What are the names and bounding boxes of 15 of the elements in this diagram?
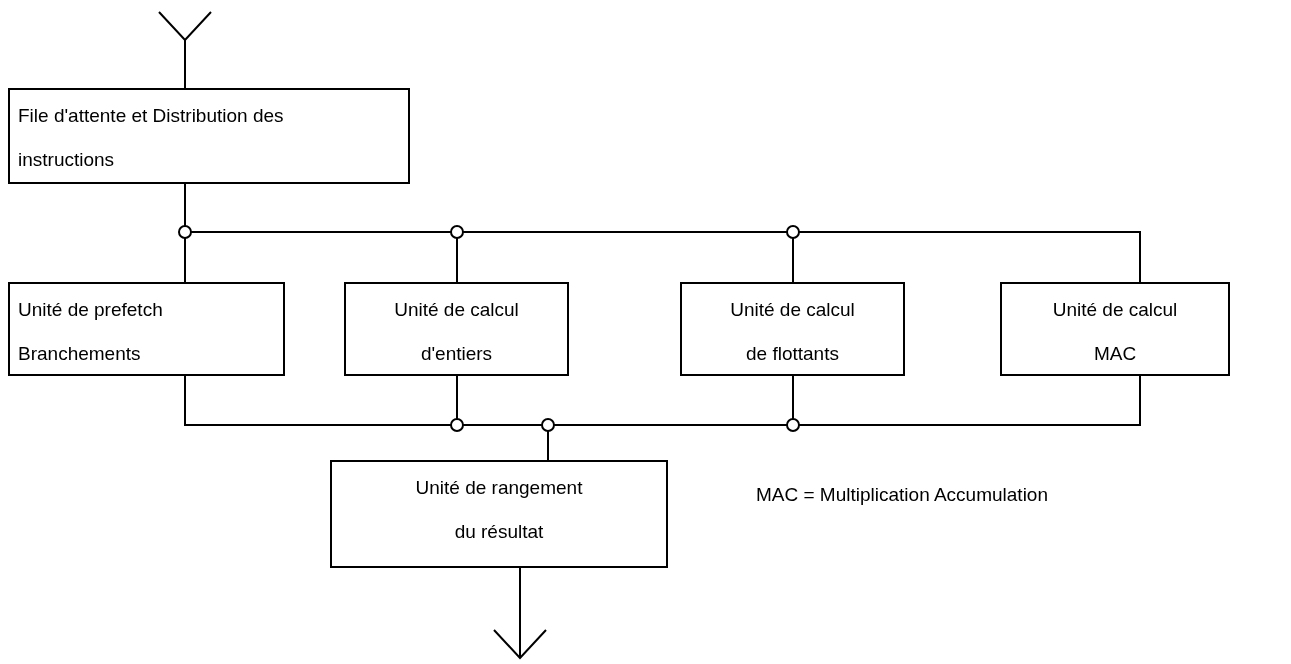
process-box	[680, 282, 905, 376]
box-label: Unité de calcul d'entiers	[393, 298, 520, 366]
process-box	[8, 88, 410, 184]
process-box	[330, 460, 668, 568]
connector-line	[158, 11, 212, 89]
box-label: File d'attente et Distribution des instructions	[18, 104, 285, 172]
box-label: Unité de rangement du résultat	[414, 476, 584, 544]
box-label: Unité de calcul de flottants	[729, 298, 856, 366]
connector-line	[493, 567, 547, 659]
note-text: MAC = Multiplication Accumulation	[756, 484, 1048, 506]
process-box	[1000, 282, 1230, 376]
box-label: Unité de calcul MAC	[1051, 298, 1179, 366]
process-box	[8, 282, 285, 376]
box-label: Unité de prefetch Branchements	[18, 298, 164, 366]
process-box	[344, 282, 569, 376]
